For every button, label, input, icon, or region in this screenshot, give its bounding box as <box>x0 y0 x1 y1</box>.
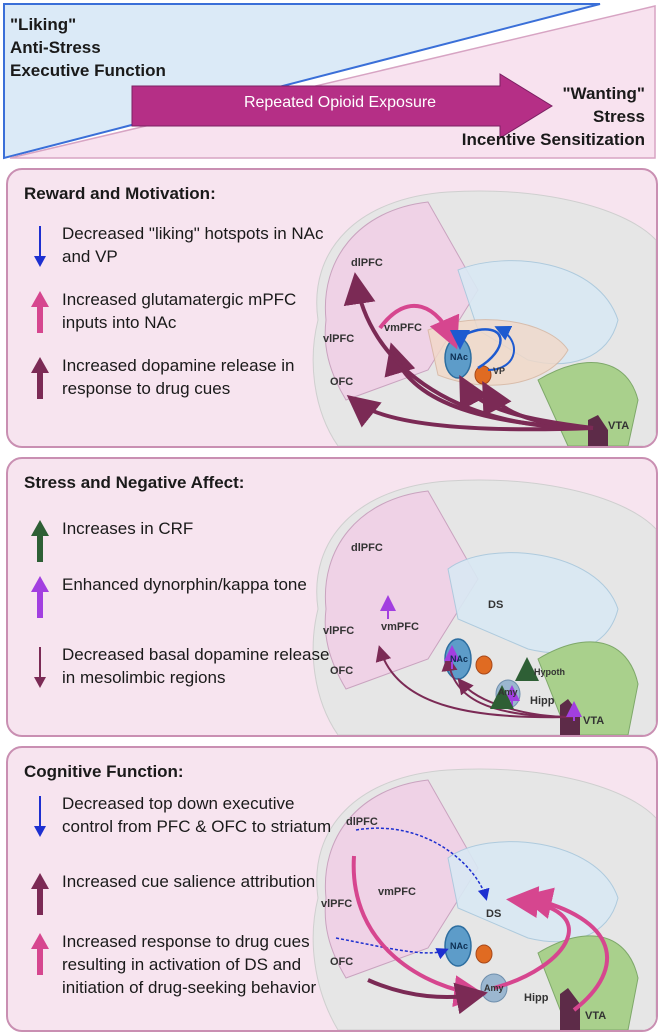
finding-text: Decreased top down executive control fro… <box>62 794 332 836</box>
finding-item: Enhanced dynorphin/kappa tone <box>30 573 320 621</box>
panel-title: Cognitive Function: <box>24 762 184 781</box>
finding-text: Increased dopamine release in response t… <box>62 356 295 398</box>
thick-up-arrow-icon <box>31 291 49 333</box>
thick-up-arrow-icon <box>31 933 49 975</box>
finding-item: Decreased "liking" hotspots in NAc and V… <box>30 222 324 270</box>
finding-item: Increased glutamatergic mPFC inputs into… <box>30 288 320 336</box>
ds-label: DS <box>486 908 502 920</box>
panel-title: Stress and Negative Affect: <box>24 473 245 492</box>
finding-item: Increased dopamine release in response t… <box>30 354 320 426</box>
opponent-process-triangles <box>3 3 656 160</box>
nac-label: NAc <box>450 654 469 664</box>
vta-label: VTA <box>608 420 630 432</box>
ofc-label: OFC <box>330 956 354 968</box>
panel-title: Reward and Motivation: <box>24 184 216 203</box>
dlpfc-label: dlPFC <box>351 257 383 269</box>
hipp-label: Hipp <box>530 695 555 707</box>
anti-stress-label: Anti-Stress <box>10 38 101 57</box>
incentive-sensitization-label: Incentive Sensitization <box>461 130 645 149</box>
vta-label: VTA <box>585 1010 607 1022</box>
vta-label: VTA <box>583 715 605 727</box>
hypoth-label: Hypoth <box>534 667 565 677</box>
finding-text: Increased cue salience attribution <box>62 872 316 891</box>
brain-diagram-reward <box>312 190 656 446</box>
wanting-label: "Wanting" <box>562 84 645 103</box>
finding-text: Enhanced dynorphin/kappa tone <box>62 575 307 594</box>
vlpfc-label: vlPFC <box>323 333 355 345</box>
header-banner: "Liking" Anti-Stress Executive Function … <box>0 0 661 166</box>
finding-text: Decreased basal dopamine release in meso… <box>62 645 330 687</box>
vmpfc-label: vmPFC <box>381 621 419 633</box>
vlpfc-label: vlPFC <box>323 625 355 637</box>
dlpfc-label: dlPFC <box>346 816 378 828</box>
brain-diagram-stress <box>312 479 656 735</box>
panel-cognitive-function: Cognitive Function: Decreased top down e… <box>6 746 658 1032</box>
thin-down-arrow-icon <box>34 226 46 267</box>
thick-up-arrow-icon <box>31 357 49 399</box>
finding-item: Decreased top down executive control fro… <box>30 792 331 862</box>
opioid-exposure-arrow <box>131 73 553 139</box>
liking-label: "Liking" <box>10 15 77 34</box>
liking-label-group: "Liking" Anti-Stress Executive Function <box>10 13 166 82</box>
ofc-label: OFC <box>330 376 354 388</box>
finding-text: Increased response to drug cues resultin… <box>62 932 317 997</box>
brain-diagram-cognitive <box>312 768 656 1030</box>
thin-down-arrow-icon <box>34 647 46 688</box>
ds-label: DS <box>488 599 504 611</box>
nac-label: NAc <box>450 352 469 362</box>
amy-label: Amy <box>498 687 518 697</box>
thick-up-arrow-icon <box>31 576 49 618</box>
finding-text: Increased glutamatergic mPFC inputs into… <box>62 290 297 332</box>
vp-region <box>474 365 492 385</box>
stress-label: Stress <box>593 107 645 126</box>
finding-text: Increases in CRF <box>62 519 194 538</box>
vmpfc-label: vmPFC <box>378 886 416 898</box>
panel-reward-motivation: Reward and Motivation: Decreased "liking… <box>6 168 658 448</box>
thin-down-arrow-icon <box>34 796 46 837</box>
finding-item: Increases in CRF <box>30 517 320 562</box>
finding-item: Increased cue salience attribution <box>30 870 320 918</box>
wanting-label-group: "Wanting" Stress Incentive Sensitization <box>462 82 645 151</box>
dlpfc-label: dlPFC <box>351 542 383 554</box>
vlpfc-label: vlPFC <box>321 898 353 910</box>
finding-item: Increased response to drug cues resultin… <box>30 930 320 1024</box>
amy-label: Amy <box>484 983 504 993</box>
executive-function-label: Executive Function <box>10 61 166 80</box>
hipp-label: Hipp <box>524 992 549 1004</box>
finding-text: Decreased "liking" hotspots in NAc and V… <box>62 224 324 266</box>
vp-label: VP <box>493 366 506 376</box>
finding-item: Decreased basal dopamine release in meso… <box>30 643 329 715</box>
vmpfc-label: vmPFC <box>384 322 422 334</box>
panel-stress-negative-affect: Stress and Negative Affect: Increases in… <box>6 457 658 737</box>
nac-label: NAc <box>450 941 469 951</box>
thick-up-arrow-icon <box>31 873 49 915</box>
thick-up-arrow-icon <box>31 520 49 562</box>
ofc-label: OFC <box>330 665 354 677</box>
arrow-label: Repeated Opioid Exposure <box>243 94 437 111</box>
